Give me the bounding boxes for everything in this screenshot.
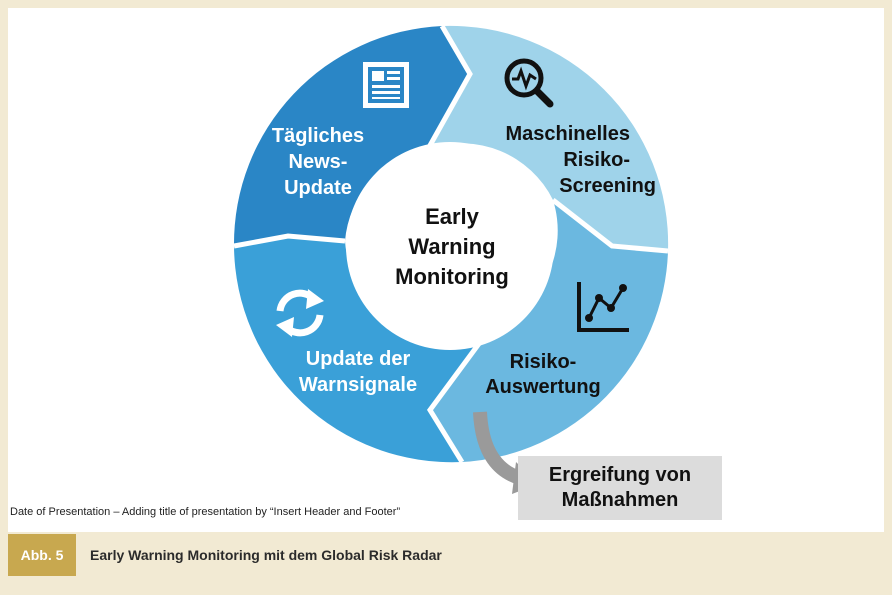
segment-risk-screening xyxy=(428,25,669,252)
newspaper-icon xyxy=(363,62,409,108)
news-label-line-3: Update xyxy=(284,177,352,199)
cycle-diagram: Early Warning Monitoring Tägliches News-… xyxy=(233,24,669,494)
action-line-1: Ergreifung von xyxy=(548,464,692,486)
center-line-1: Early xyxy=(425,204,480,229)
caption-bar xyxy=(8,534,884,595)
action-line-2: Maßnahmen xyxy=(561,489,679,511)
caption-tag: Abb. 5 xyxy=(8,534,76,576)
screening-label-line-1: Maschinelles xyxy=(505,123,630,145)
caption-text: Early Warning Monitoring mit dem Global … xyxy=(90,547,442,563)
screening-label-line-2: Risiko- xyxy=(563,149,630,171)
action-box: Ergreifung von Maßnahmen xyxy=(518,456,722,520)
news-label-line-2: News- xyxy=(289,151,348,173)
line-chart-icon xyxy=(577,282,629,332)
center-line-2: Warning xyxy=(408,234,495,259)
news-label-line-1: Tägliches xyxy=(272,125,364,147)
footer-note: Date of Presentation – Adding title of p… xyxy=(10,506,401,518)
segment-risk-evaluation xyxy=(430,200,668,462)
warning-label-line-2: Warnsignale xyxy=(299,374,417,396)
center-line-3: Monitoring xyxy=(395,264,509,289)
screening-label-line-3: Screening xyxy=(559,175,656,197)
center-circle xyxy=(346,142,554,350)
segment-news-update xyxy=(233,26,470,246)
magnifier-pulse-icon xyxy=(504,58,554,108)
evaluation-label-line-2: Auswertung xyxy=(485,376,601,398)
evaluation-label-line-1: Risiko- xyxy=(510,351,577,373)
warning-label-line-1: Update der xyxy=(306,348,411,370)
refresh-arrows-icon xyxy=(276,289,324,337)
